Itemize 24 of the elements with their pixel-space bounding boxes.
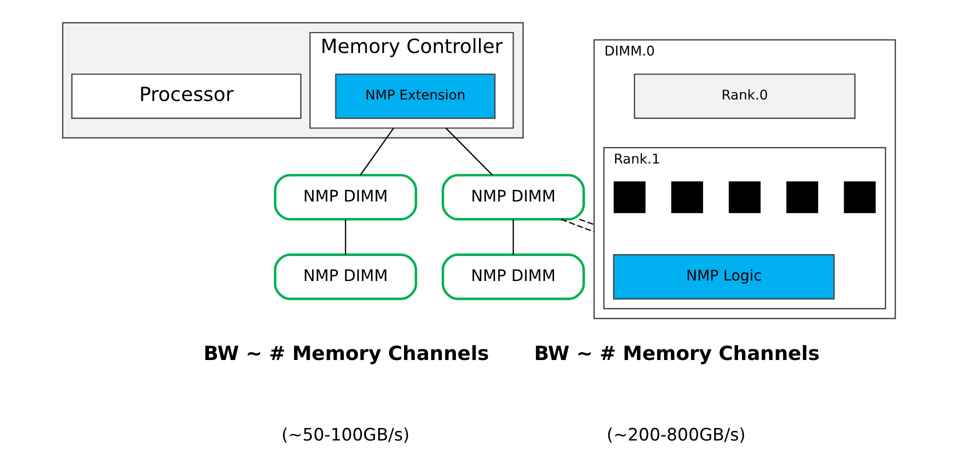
node-box: NMP DIMM [442,174,585,220]
connector [344,220,346,255]
node-box: Rank.0 [634,74,856,119]
node-box: NMP Extension [335,74,496,119]
connector [512,220,514,255]
node-box: NMP DIMM [274,254,418,300]
label: BW ~ # Memory Channels [534,342,820,365]
node-box [728,181,761,214]
label: (~200-800GB/s) [606,426,746,446]
node-box: NMP Logic [613,254,835,300]
label: (~50-100GB/s) [282,426,410,446]
node-box: NMP DIMM [274,174,418,220]
connector [360,128,394,176]
connector [579,218,594,226]
node-box [671,181,704,214]
node-box [614,181,646,214]
node-box [844,181,876,214]
node-box: NMP DIMM [442,254,585,300]
cluster [62,22,524,138]
connector [445,128,493,176]
node-box: Processor [71,74,302,119]
label: BW ~ # Memory Channels [204,342,490,365]
connector [560,218,594,232]
node-box [786,181,818,214]
